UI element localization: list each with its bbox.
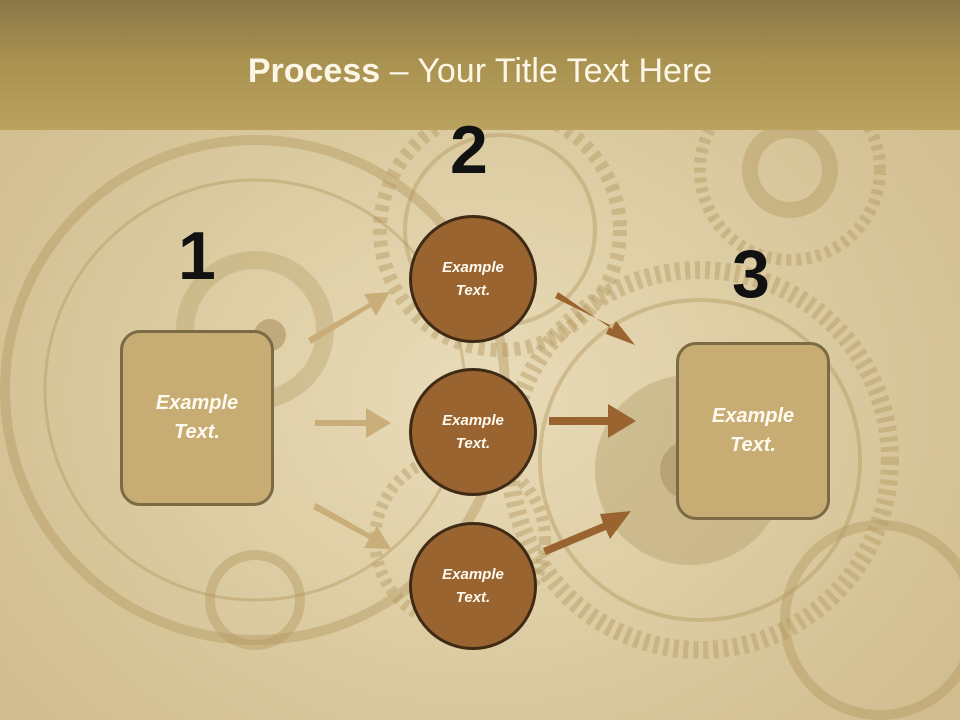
right-text-box[interactable]: Example Text. [676, 342, 830, 520]
circle-2-line1: Example [442, 412, 504, 429]
step-number-1: 1 [178, 218, 216, 294]
left-text-box[interactable]: Example Text. [120, 330, 274, 506]
left-box-line2: Text. [174, 421, 220, 443]
left-box-line1: Example [155, 392, 239, 414]
circle-1-line2: Text. [455, 282, 491, 299]
title-rest: – Your Title Text Here [380, 52, 713, 90]
step-number-2: 2 [450, 112, 488, 188]
arrow-from-circle-1 [555, 292, 635, 345]
arrow-to-circle-1 [308, 292, 390, 344]
arrow-to-circle-3 [313, 503, 391, 549]
circle-1-line1: Example [442, 259, 504, 276]
slide-title: Process – Your Title Text Here [0, 52, 960, 91]
arrow-from-circle-2 [549, 404, 636, 438]
circle-3-line1: Example [442, 566, 504, 583]
circle-3[interactable]: Example Text. [409, 522, 537, 650]
circle-2[interactable]: Example Text. [409, 368, 537, 496]
circle-1[interactable]: Example Text. [409, 215, 537, 343]
circle-2-line2: Text. [455, 435, 491, 452]
arrow-from-circle-3 [543, 511, 631, 555]
right-box-line2: Text. [730, 434, 776, 456]
circle-3-line2: Text. [455, 589, 491, 606]
title-band [0, 0, 960, 130]
arrow-to-circle-2 [315, 408, 391, 438]
right-box-line1: Example [711, 405, 795, 427]
step-number-3: 3 [732, 236, 770, 312]
title-bold: Process [247, 52, 381, 90]
